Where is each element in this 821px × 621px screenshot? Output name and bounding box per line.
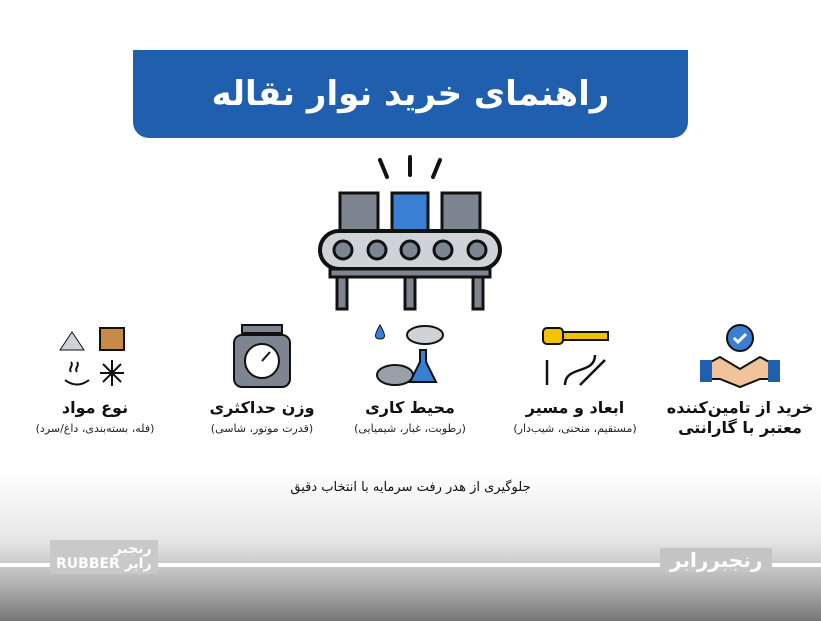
item-title: وزن حداکثری (209, 398, 315, 417)
item-title: خرید از تامین‌کننده معتبر با گارانتی (666, 398, 814, 437)
item-title: ابعاد و مسیر (525, 398, 625, 417)
title-banner: راهنمای خرید نوار نقاله (133, 50, 688, 138)
tape-measure-path-icon (542, 327, 609, 386)
item-title: نوع مواد (61, 398, 129, 417)
environment-icon (375, 324, 444, 386)
logo-line-2: رابر RUBBER (56, 556, 152, 572)
item-subtitle: (رطوبت، غبار، شیمیایی) (354, 422, 466, 435)
item-environment: محیط کاری (رطوبت، غبار، شیمیایی) (325, 320, 495, 435)
item-supplier: خرید از تامین‌کننده معتبر با گارانتی (655, 320, 821, 438)
item-subtitle: (قدرت موتور، شاسی) (210, 422, 314, 435)
item-subtitle: (فله، بسته‌بندی، داغ/سرد) (35, 422, 155, 435)
conveyor-belt-icon (318, 155, 502, 311)
footer-note: جلوگیری از هدر رفت سرمایه با انتخاب دقیق (290, 480, 531, 495)
brand-watermark: رنجبررابر (660, 548, 773, 572)
item-subtitle: (مستقیم، منحنی، شیب‌دار) (513, 422, 637, 435)
item-material: نوع مواد (فله، بسته‌بندی، داغ/سرد) (10, 320, 180, 435)
item-title: محیط کاری (365, 398, 455, 417)
materials-icon (59, 327, 125, 386)
logo-line-1: رنجبر (113, 541, 152, 557)
item-dimensions: ابعاد و مسیر (مستقیم، منحنی، شیب‌دار) (490, 320, 660, 435)
handshake-badge-icon (700, 324, 780, 389)
scale-icon (233, 324, 291, 388)
divider-line (0, 563, 821, 567)
page-title: راهنمای خرید نوار نقاله (211, 74, 610, 114)
item-weight: وزن حداکثری (قدرت موتور، شاسی) (177, 320, 347, 435)
